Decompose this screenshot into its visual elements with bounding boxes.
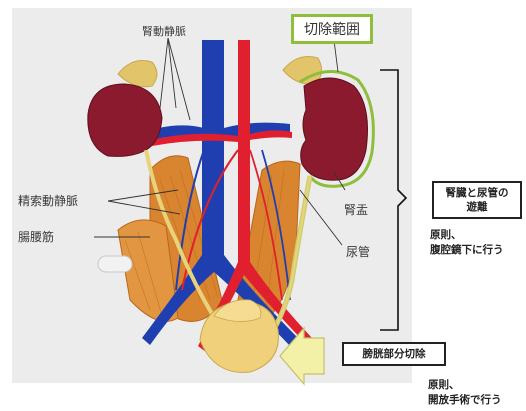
step1-note: 原則、 腹腔鏡下に行う — [430, 228, 504, 257]
step1-title-line1: 腎臓と尿管の — [434, 186, 520, 200]
step2-note-line1: 原則、 — [428, 378, 502, 393]
step1-box: 腎臓と尿管の 遊離 — [432, 181, 522, 219]
step1-note-line1: 原則、 — [430, 228, 504, 243]
step2-note-line2: 開放手術で行う — [428, 393, 502, 408]
right-kidney — [301, 78, 368, 180]
resection-range-label: 切除範囲 — [291, 14, 373, 44]
label-ureter: 尿管 — [346, 246, 370, 258]
label-psoas-muscle: 腸腰筋 — [18, 231, 54, 243]
step2-box: 膀胱部分切除 — [342, 342, 446, 366]
step2-title: 膀胱部分切除 — [363, 347, 426, 361]
step1-title-line2: 遊離 — [434, 200, 520, 214]
label-spermatic-vessels: 精索動静脈 — [18, 195, 78, 207]
left-kidney — [88, 84, 162, 156]
label-renal-pelvis: 腎盂 — [344, 204, 368, 216]
femoral-stump — [98, 256, 132, 272]
step1-note-line2: 腹腔鏡下に行う — [430, 243, 504, 258]
resection-range-text: 切除範囲 — [304, 19, 360, 39]
step2-note: 原則、 開放手術で行う — [428, 378, 502, 407]
label-renal-vessels: 腎動静脈 — [142, 26, 186, 37]
